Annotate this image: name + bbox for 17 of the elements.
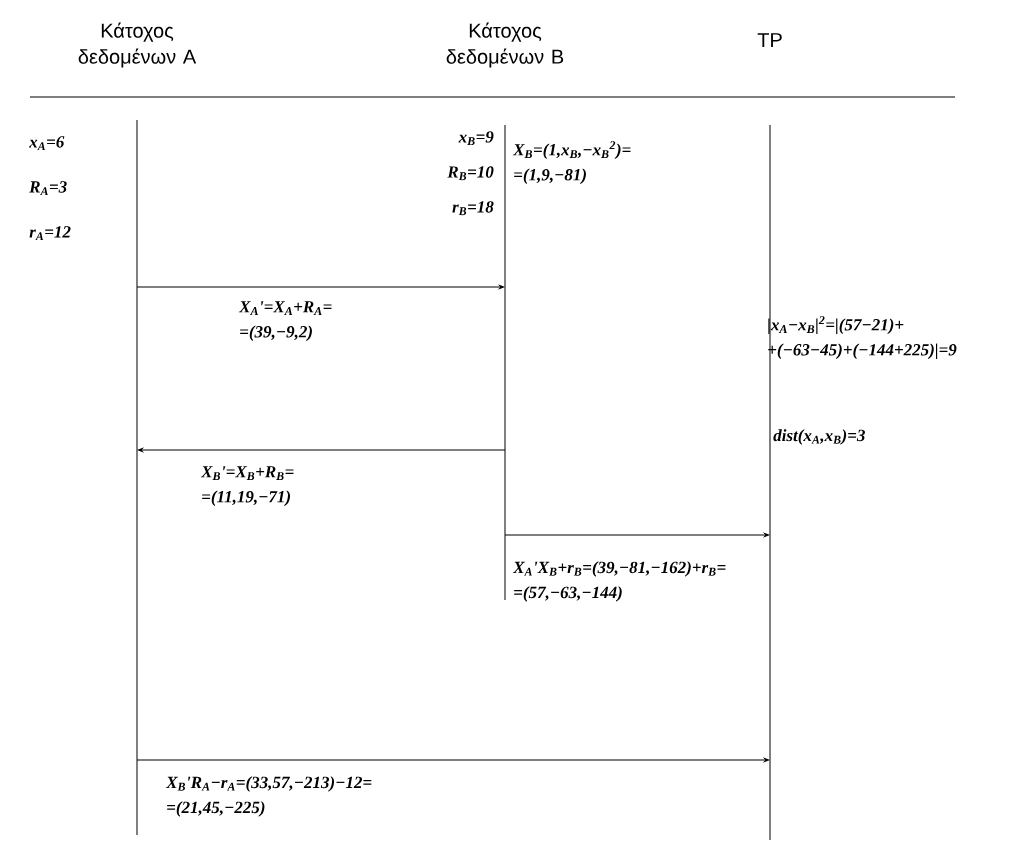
edge-label: X$_{B}$'R$_{A}$−r$_{A}$=(33,57,−213)−12= =(21,45,−225) xyxy=(165,776,372,817)
edge-label: X$_{A}$'=X$_{A}$+R$_{A}$= =(39,−9,2) xyxy=(238,301,332,341)
message-arrow xyxy=(136,758,770,762)
participant-label: Κάτοχος δεδομένων A xyxy=(78,22,197,68)
edge-label: X$_{A}$'X$_{B}$+r$_{B}$=(39,−81,−162)+r$_{B}$= =(57,−63,−144) xyxy=(512,561,726,602)
message-arrow xyxy=(137,448,506,452)
message-arrow xyxy=(136,285,505,289)
formula-label: X$_{B}$=(1,x$_{B}$,−x$_{B}$$^{2}$)= =(1,9,−81) xyxy=(512,141,631,184)
participant-label: TP xyxy=(757,33,782,47)
formula-label: x$_{B}$=9 xyxy=(458,131,494,146)
edge-label: X$_{B}$'=X$_{B}$+R$_{B}$= =(11,19,−71) xyxy=(200,466,294,506)
formula-label: dist(x$_{A}$,x$_{B}$)=3 xyxy=(773,429,865,445)
formula-label: r$_{B}$=18 xyxy=(452,201,494,216)
formula-label: |x$_{A}$−x$_{B}$|$^{2}$=|(57−21)+ +(−63−45)+(−144+225)|=9 xyxy=(768,316,957,360)
participant-label: Κάτοχος δεδομένων B xyxy=(446,22,564,68)
formula-label: R$_{B}$=10 xyxy=(447,166,494,181)
message-arrow xyxy=(504,533,770,537)
